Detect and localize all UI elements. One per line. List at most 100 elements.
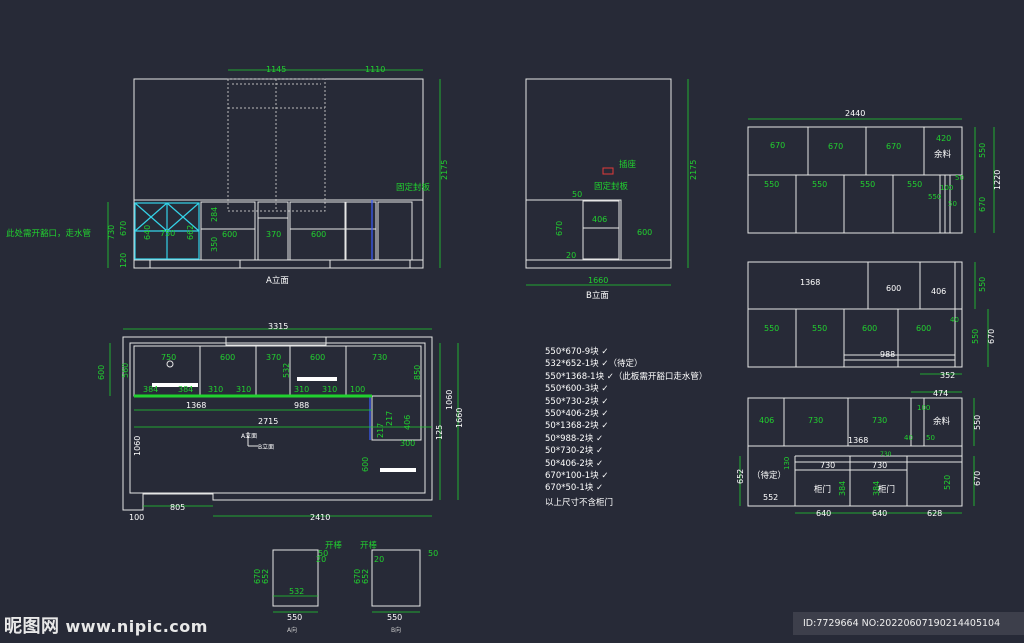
dim-b-1660: 1660: [588, 276, 608, 285]
hob-symbol: [297, 377, 337, 381]
dim-plan-600: 600: [97, 365, 106, 380]
dim-det-a-50: 50: [318, 549, 328, 558]
dim-p3-628: 628: [927, 509, 942, 518]
dim-p2-988: 988: [880, 350, 895, 359]
dim-det-b-550: 550: [387, 613, 402, 622]
detail-b-note: 开棒: [360, 540, 378, 551]
dim-plan-600-1: 600: [220, 353, 235, 362]
cut-list-item: 550*730-2块 ✓: [545, 396, 609, 407]
dim-p3-406: 406: [759, 416, 774, 425]
dim-plan-310-2: 310: [236, 385, 251, 394]
dim-b-20: 20: [566, 251, 576, 260]
dim-p1-50-2: 50: [948, 200, 957, 208]
plan-label-b: B立面: [258, 443, 274, 451]
note-socket: 插座: [619, 159, 637, 170]
dim-a-600-1: 600: [222, 230, 237, 239]
dim-plan-1060-2: 1060: [445, 390, 454, 410]
dim-p2-550-4: 550: [971, 329, 980, 344]
cut-list-item: 50*406-2块 ✓: [545, 458, 604, 469]
watermark-site: www.nipic.com: [65, 617, 208, 636]
dim-plan-384-1: 384: [143, 385, 158, 394]
dim-plan-370: 370: [266, 353, 281, 362]
dim-plan-805: 805: [170, 503, 185, 512]
panel-layout-3: [747, 397, 963, 507]
dim-b-2175: 2175: [689, 160, 698, 180]
cut-list: 550*670-9块 ✓ 532*652-1块 ✓（待定） 550*1368-1…: [545, 346, 707, 509]
elevation-a-window: [227, 78, 326, 212]
cut-list-item: 670*100-1块 ✓: [545, 471, 609, 482]
dim-plan-532: 532: [282, 363, 291, 378]
cut-list-item: 670*50-1块 ✓: [545, 483, 604, 494]
dim-plan-600-2: 600: [310, 353, 325, 362]
dim-plan-406: 406: [403, 415, 412, 430]
p3-leftover-note: 余料: [933, 416, 951, 427]
cut-list-item: 50*1368-2块 ✓: [545, 421, 609, 432]
dim-p3-652: 652: [736, 469, 745, 484]
dim-a-750: 750: [160, 229, 175, 238]
dim-plan-310-1: 310: [208, 385, 223, 394]
elevation-a-title: A立面: [266, 275, 289, 286]
dim-plan-384-2: 384: [178, 385, 193, 394]
watermark: 昵图网 www.nipic.com: [4, 612, 208, 638]
dim-plan-600-3: 600: [361, 457, 370, 472]
dim-plan-125: 125: [435, 425, 444, 440]
detail-a-label: A向: [287, 626, 297, 634]
cut-list-item: 550*670-9块 ✓: [545, 347, 609, 357]
dim-a-350: 350: [210, 237, 219, 252]
dim-p1-550-1: 550: [764, 180, 779, 189]
cut-list-item: 550*600-3块 ✓: [545, 384, 609, 395]
dim-det-a-652: 652: [261, 569, 270, 584]
dim-p2-670: 670: [987, 329, 996, 344]
dim-p3-520: 520: [943, 475, 952, 490]
plan-wall-outline: [122, 336, 433, 511]
dim-a-1145: 1145: [266, 65, 286, 74]
dim-p2-352: 352: [940, 371, 955, 380]
dim-a-370: 370: [266, 230, 281, 239]
dim-b-50: 50: [572, 190, 582, 199]
watermark-logo: 昵图网: [4, 616, 60, 637]
elevation-b-title: B立面: [586, 290, 609, 301]
sink-symbol: [152, 383, 198, 387]
p3-tbd-note: （待定）: [752, 470, 786, 481]
dim-det-b-652: 652: [361, 569, 370, 584]
dim-p2-1368: 1368: [800, 278, 820, 287]
dim-b-406: 406: [592, 215, 607, 224]
dim-p3-384-1: 384: [838, 481, 847, 496]
dim-plan-2715: 2715: [258, 417, 278, 426]
dim-b-600: 600: [637, 228, 652, 237]
dim-plan-217-2: 217: [385, 411, 394, 426]
dim-p1-2440: 2440: [845, 109, 865, 118]
dim-p3-384-2: 384: [872, 481, 881, 496]
dim-p3-474: 474: [933, 389, 948, 398]
dim-p2-406: 406: [931, 287, 946, 296]
dim-p1-550-6: 550: [928, 193, 941, 201]
note-water-pipe: 此处需开豁口，走水管: [6, 228, 91, 239]
dim-a-2175: 2175: [440, 160, 449, 180]
dim-p3-730-5: 730: [880, 451, 892, 458]
dim-a-1110: 1110: [365, 65, 385, 74]
dim-plan-100-2: 100: [129, 513, 144, 522]
dim-p1-100: 100: [940, 184, 953, 192]
dim-p1-420: 420: [936, 134, 951, 143]
cut-list-item: 50*730-2块 ✓: [545, 446, 604, 457]
dim-det-b-670: 670: [353, 569, 362, 584]
dim-plan-1060-1: 1060: [133, 436, 142, 456]
dim-a-600-2: 600: [311, 230, 326, 239]
dim-p2-550-1: 550: [764, 324, 779, 333]
dimension-lines: [107, 69, 995, 613]
dim-p1-550-4: 550: [907, 180, 922, 189]
detail-a-note: 开棒: [325, 540, 343, 551]
dim-p2-600-2: 600: [916, 324, 931, 333]
p3-door-1: 柜门: [814, 484, 831, 495]
dim-plan-750: 750: [161, 353, 176, 362]
dim-p3-730-3: 730: [820, 461, 835, 470]
detail-b-outline: [371, 549, 421, 607]
note-fixed-panel-b: 固定封板: [594, 181, 629, 192]
dim-a-730: 730: [107, 225, 116, 240]
dim-plan-2410: 2410: [310, 513, 330, 522]
dim-p1-1220: 1220: [993, 170, 1002, 190]
image-id-bar: ID:7729664 NO:20220607190214405104: [793, 612, 1024, 635]
p3-door-2: 柜门: [878, 484, 895, 495]
cut-list-item: 550*1368-1块 ✓（此板需开豁口走水管）: [545, 371, 708, 382]
